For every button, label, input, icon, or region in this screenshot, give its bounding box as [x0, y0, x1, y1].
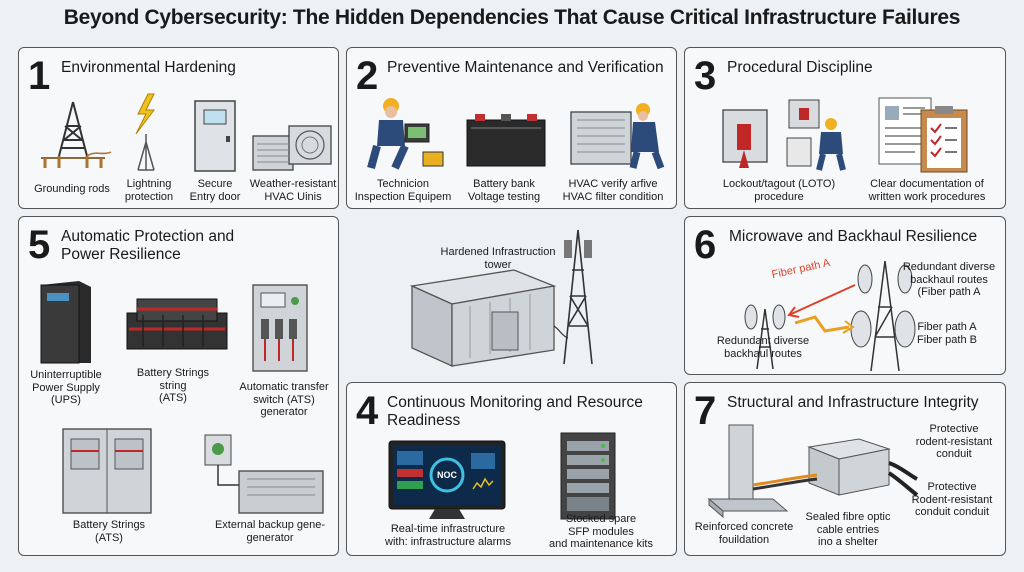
foundation-conduit-icon [707, 424, 919, 519]
panel-title: Microwave and Backhaul Resilience [729, 228, 978, 245]
panel-number: 5 [28, 223, 51, 267]
lightning-protection-icon [135, 93, 155, 171]
item-caption: Lockout/tagout (LOTO) procedure [722, 178, 836, 203]
item-caption: Redundant diverse backhaul routes (Fiber… [902, 261, 996, 298]
hvac-units-icon [252, 125, 332, 171]
panel-microwave-backhaul: 6 Microwave and Backhaul Resilience Fibe… [684, 216, 1006, 375]
hardened-shelter-tower-icon [409, 229, 593, 368]
center-caption: Hardened Infrastruction tower [440, 246, 556, 271]
item-caption: Technicion Inspection Equipem [354, 178, 452, 203]
item-caption: Redundant diverse backhaul routes [716, 335, 810, 360]
panel-title: Procedural Discipline [727, 59, 873, 76]
panel-number: 1 [28, 54, 51, 98]
item-caption: Secure Entry door [189, 178, 241, 203]
item-caption: Automatic transfer switch (ATS) generato… [239, 381, 329, 418]
item-caption: Fiber path A Fiber path B [917, 321, 977, 346]
panel-preventive-maintenance: 2 Preventive Maintenance and Verificatio… [346, 47, 677, 209]
panel-automatic-protection: 5 Automatic Protection and Power Resilie… [18, 216, 339, 556]
grounding-rods-icon [41, 101, 112, 168]
microwave-towers-icon [744, 260, 916, 372]
technician-icon [367, 98, 444, 170]
panel-structural-integrity: 7 Structural and Infrastructure Integrit… [684, 382, 1006, 556]
panel-number: 7 [694, 389, 717, 433]
panel-number: 3 [694, 54, 717, 98]
item-caption: Weather-resistant HVAC Uinis [249, 178, 337, 203]
item-caption: Protective Rodent-resistant conduit cond… [911, 481, 993, 518]
battery-strings-icon [126, 298, 228, 350]
noc-monitor-icon [388, 440, 506, 519]
item-caption: HVAC verify arfive HVAC filter condition [562, 178, 664, 203]
ups-icon [40, 281, 91, 364]
generator-icon [204, 434, 324, 514]
panel-procedural-discipline: 3 Procedural Discipline Lockout/tagout (… [684, 47, 1006, 209]
item-caption: Protective rodent-resistant conduit [915, 423, 993, 460]
panel-number: 2 [356, 54, 379, 98]
item-caption: Battery bank Voltage testing [467, 178, 541, 203]
item-caption: Sealed fibre optic cable entries ino a s… [805, 511, 891, 548]
panel-number: 4 [356, 389, 379, 433]
panel-number: 6 [694, 223, 717, 267]
page-title: Beyond Cybersecurity: The Hidden Depende… [63, 6, 961, 29]
battery-bank-icon [466, 114, 546, 167]
panel-title: Automatic Protection and Power Resilienc… [61, 228, 235, 263]
item-caption: Clear documentation of written work proc… [868, 178, 986, 203]
panel-continuous-monitoring: 4 Continuous Monitoring and Resource Rea… [346, 382, 677, 556]
spare-parts-cabinet-icon [560, 432, 616, 520]
noc-screen-label: NOC [437, 470, 457, 480]
item-caption: Uninterruptible Power Supply (UPS) [30, 369, 102, 406]
battery-cabinet-icon [62, 428, 152, 514]
secure-entry-door-icon [194, 100, 236, 172]
item-caption: Grounding rods [34, 183, 110, 195]
panel-environmental-hardening: 1 Environmental Hardening Grounding rods… [18, 47, 339, 209]
item-caption: Reinforced concrete fouildation [694, 521, 794, 546]
panel-title: Continuous Monitoring and Resource Readi… [387, 394, 643, 429]
panel-title: Preventive Maintenance and Verification [387, 59, 664, 76]
item-caption: Battery Strings string (ATS) [136, 367, 210, 404]
panel-title: Structural and Infrastructure Integrity [727, 394, 979, 411]
clipboard-documentation-icon [878, 97, 968, 173]
item-caption: Battery Strings (ATS) [72, 519, 146, 544]
ats-panel-icon [252, 284, 308, 372]
hvac-filter-icon [570, 103, 665, 170]
item-caption: Real-time infrastructure with: infrastru… [385, 523, 511, 548]
item-caption: Stocked spare SFP modules and maintenanc… [549, 513, 653, 550]
item-caption: Lightning protection [124, 178, 174, 203]
panel-title: Environmental Hardening [61, 59, 236, 76]
item-caption: External backup gene- generator [214, 519, 326, 544]
lockout-tagout-icon [722, 99, 846, 171]
